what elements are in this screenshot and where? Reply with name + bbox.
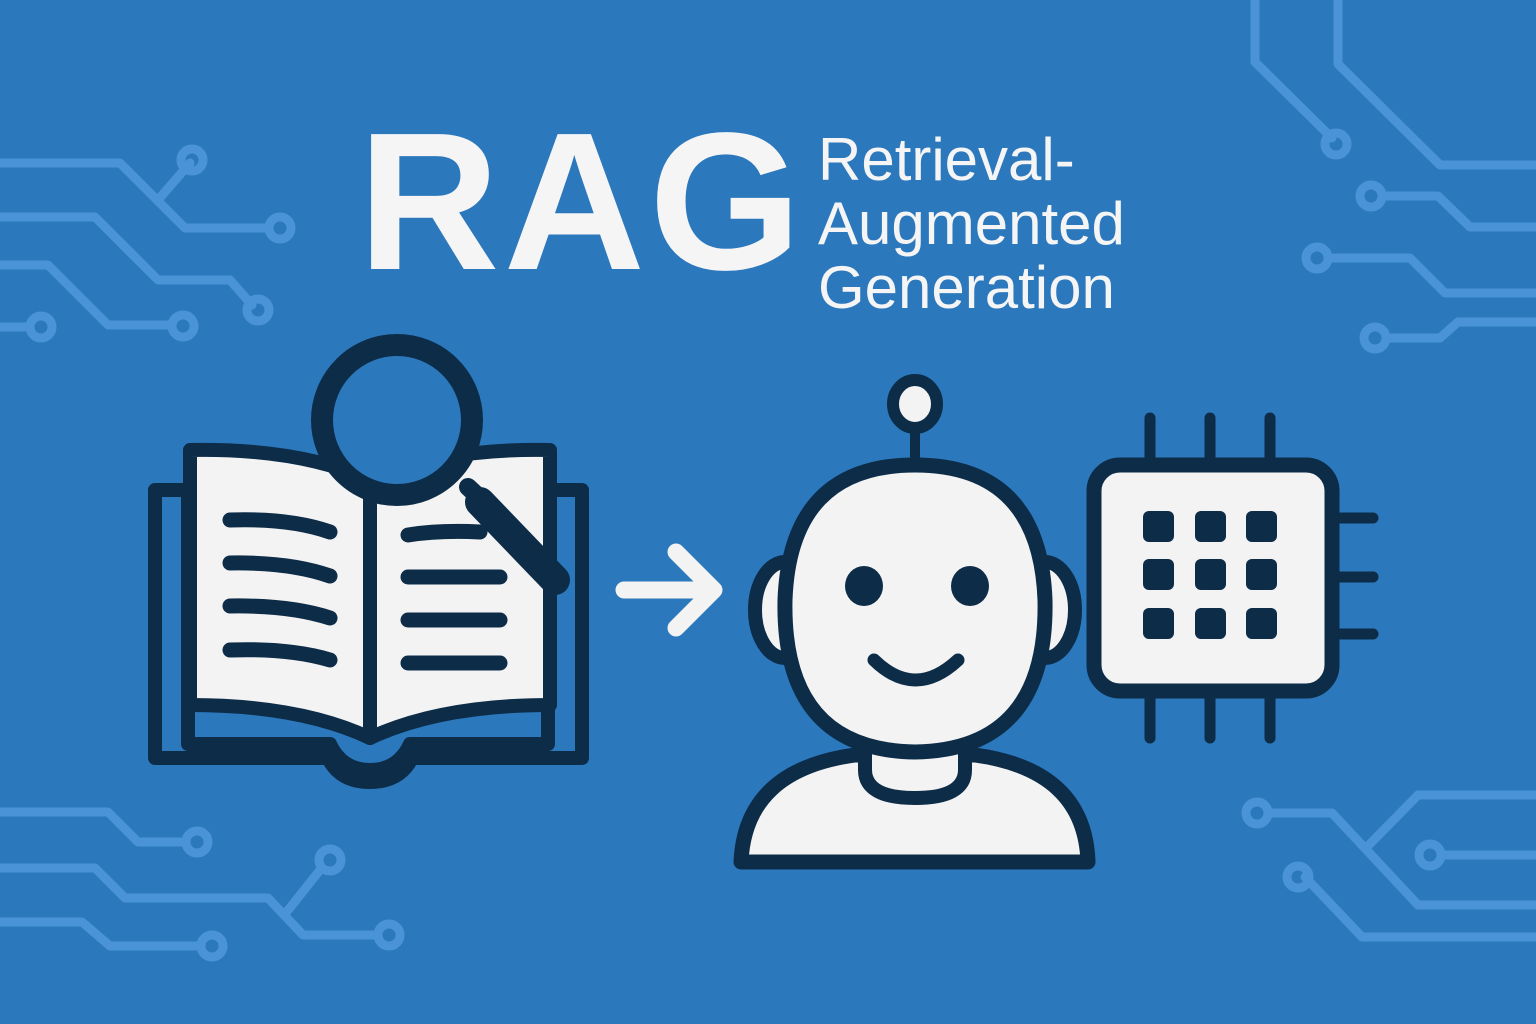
circuit-traces-bottom-left bbox=[0, 807, 405, 962]
circuit-traces-bottom-right bbox=[1241, 790, 1536, 942]
robot-eye-right bbox=[951, 566, 989, 606]
robot-head-icon bbox=[733, 374, 1096, 870]
chip-grid bbox=[1143, 511, 1277, 639]
title-acronym: RAG bbox=[358, 92, 806, 311]
subtitle-line-1: Retrieval- bbox=[818, 126, 1075, 193]
subtitle-line-2: Augmented bbox=[818, 190, 1125, 257]
subtitle-line-3: Generation bbox=[818, 254, 1115, 321]
robot-eye-left bbox=[845, 566, 883, 606]
circuit-traces-top-left bbox=[0, 144, 296, 343]
microchip-icon bbox=[1086, 412, 1379, 744]
book-text-lines-right bbox=[400, 523, 508, 671]
magnifier-icon bbox=[311, 334, 570, 595]
robot-smile bbox=[867, 653, 965, 687]
circuit-traces-top-right bbox=[1250, 0, 1536, 354]
title-subtitle: Retrieval- Augmented Generation bbox=[818, 128, 1125, 320]
book-with-magnifier-icon bbox=[148, 334, 589, 789]
book-text-lines-left bbox=[222, 512, 338, 668]
arrow-right-icon bbox=[615, 543, 723, 637]
